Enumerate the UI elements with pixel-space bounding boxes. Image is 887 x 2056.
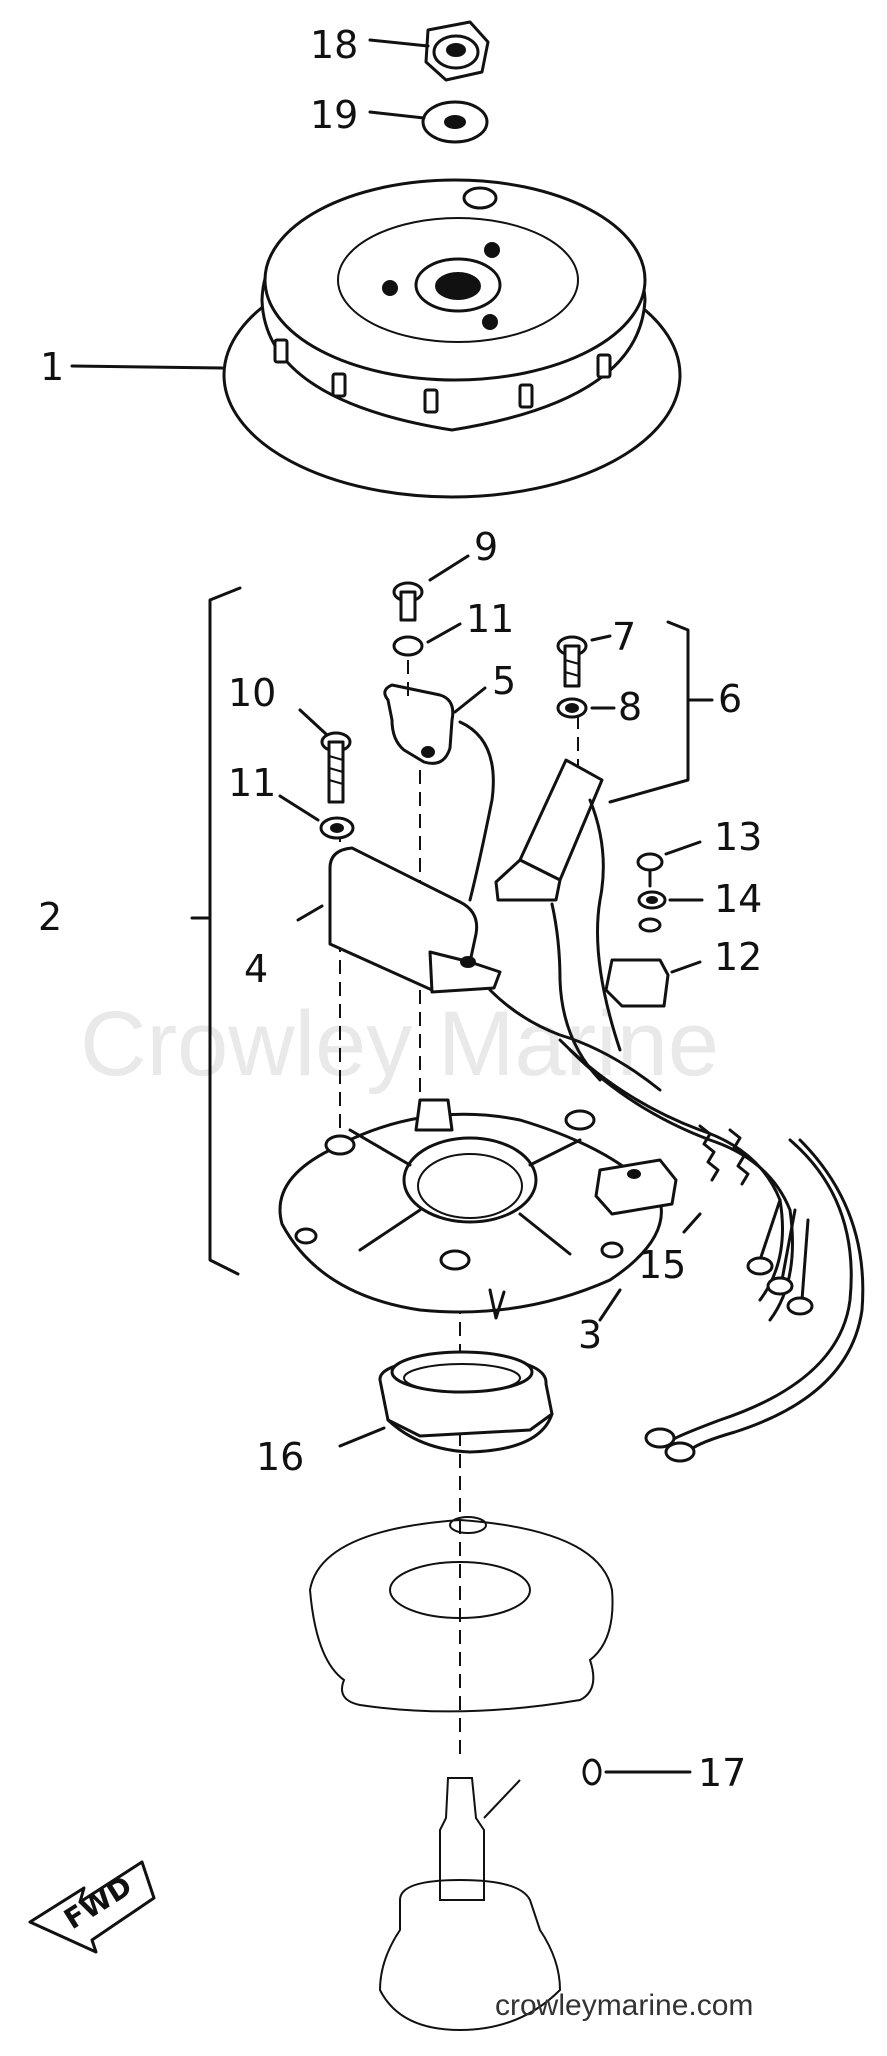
watermark-text: Crowley Marine	[80, 993, 719, 1095]
part-18-nut[interactable]	[368, 20, 490, 82]
callout-18: 18	[310, 23, 358, 67]
callout-3: 3	[578, 1313, 602, 1357]
part-4-cdi-unit[interactable]	[296, 846, 662, 1092]
part-15-wire-harness[interactable]	[558, 1038, 865, 1463]
callout-19: 19	[310, 93, 358, 137]
callout-1: 1	[40, 345, 64, 389]
leader-3	[598, 1288, 622, 1322]
footer-site: crowleymarine.com	[495, 1989, 753, 2022]
part-3-stator-base[interactable]	[278, 1098, 678, 1320]
base-plate[interactable]	[308, 1516, 614, 1713]
part-9-screw[interactable]	[392, 554, 470, 622]
callout-4: 4	[244, 947, 268, 991]
part-1-flywheel[interactable]	[70, 178, 682, 499]
crankshaft	[378, 1777, 562, 2032]
part-19-washer[interactable]	[368, 100, 489, 144]
fwd-arrow-icon: FWD	[28, 1860, 156, 1954]
callout-7: 7	[612, 615, 636, 659]
callout-11-lower: 11	[228, 761, 276, 805]
assembly-bracket-2	[190, 586, 242, 1276]
callout-5: 5	[492, 659, 516, 703]
callout-11-upper: 11	[466, 597, 514, 641]
part-12-clamp[interactable]	[604, 917, 702, 1008]
callout-8: 8	[618, 685, 642, 729]
part-10-screw[interactable]	[298, 708, 352, 804]
part-8-washer[interactable]	[556, 697, 616, 719]
assembly-bracket-6	[608, 620, 714, 804]
callout-17: 17	[698, 1751, 746, 1795]
callout-13: 13	[714, 815, 762, 859]
part-16-collar[interactable]	[338, 1350, 554, 1454]
part-6-charge-coil[interactable]	[494, 758, 622, 1082]
callout-12: 12	[714, 935, 762, 979]
part-17-key[interactable]	[582, 1758, 692, 1786]
part-11-washer-lower[interactable]	[278, 794, 355, 840]
part-11-washer-upper[interactable]	[392, 622, 462, 657]
callout-16: 16	[256, 1435, 304, 1479]
part-13-screw[interactable]	[636, 840, 702, 888]
callout-2: 2	[38, 895, 62, 939]
part-14-washer[interactable]	[637, 890, 704, 910]
callout-9: 9	[474, 525, 498, 569]
callout-6: 6	[718, 677, 742, 721]
part-7-screw[interactable]	[556, 634, 612, 688]
callout-14: 14	[714, 877, 762, 921]
callout-10: 10	[228, 671, 276, 715]
part-5-pulser-coil[interactable]	[383, 683, 495, 902]
